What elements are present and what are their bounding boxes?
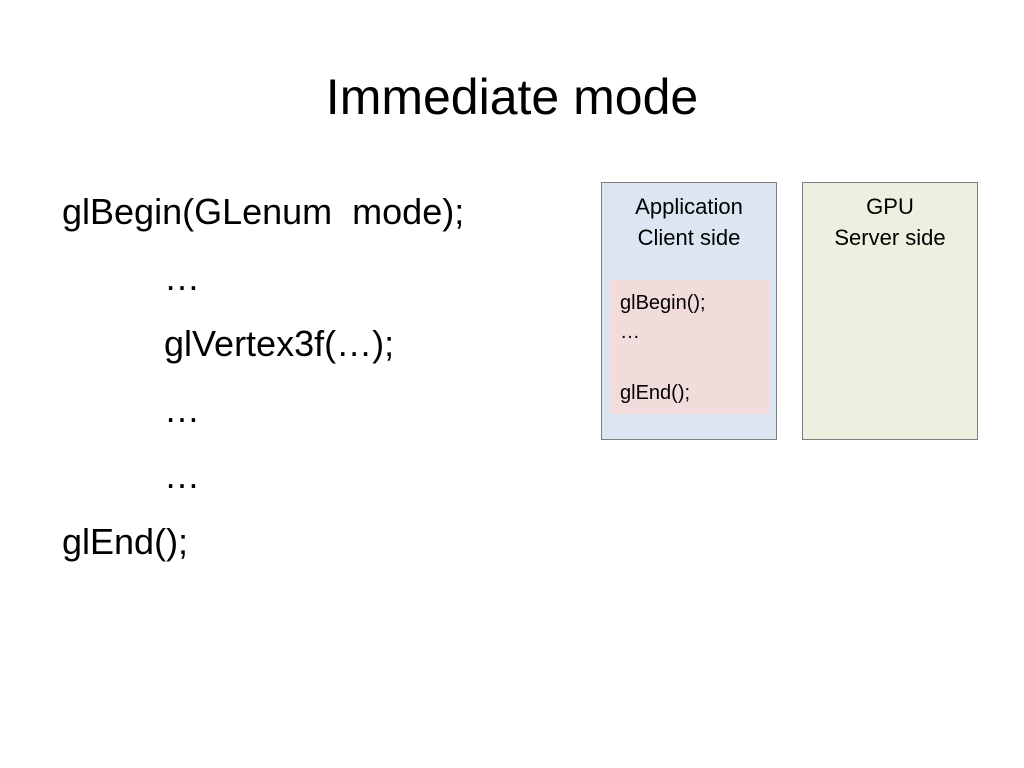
command-buffer-box: glBegin(); … glEnd(); xyxy=(610,280,770,414)
command-line: … xyxy=(620,321,640,343)
slide-title: Immediate mode xyxy=(325,69,699,125)
command-line: glBegin(); xyxy=(620,292,706,314)
code-line: … xyxy=(164,257,200,298)
client-side-box: Application Client side glBegin(); … glE… xyxy=(601,182,777,440)
code-line: glVertex3f(…); xyxy=(164,323,395,364)
command-line: glEnd(); xyxy=(620,382,691,404)
server-heading-line1: GPU xyxy=(866,194,914,219)
client-side-heading: Application Client side xyxy=(602,191,776,253)
client-heading-line1: Application xyxy=(635,194,743,219)
client-heading-line2: Client side xyxy=(637,225,741,250)
code-line: glBegin(GLenum mode); xyxy=(62,191,465,232)
code-line: … xyxy=(164,455,200,496)
code-line: glEnd(); xyxy=(62,521,189,562)
code-listing: glBegin(GLenum mode); … glVertex3f(…); …… xyxy=(62,190,582,586)
code-line: … xyxy=(164,389,200,430)
server-side-box: GPU Server side xyxy=(802,182,978,440)
server-side-heading: GPU Server side xyxy=(803,191,977,253)
server-heading-line2: Server side xyxy=(834,225,946,250)
